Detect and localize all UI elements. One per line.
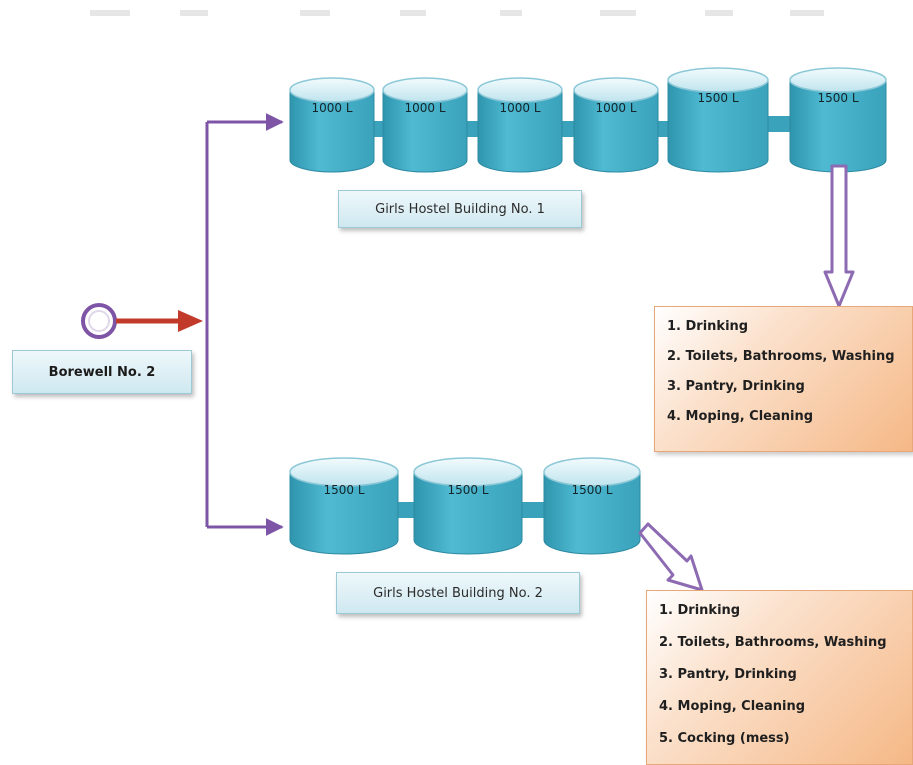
building2-use-item: 4. Moping, Cleaning [659, 699, 806, 714]
building2-water-tank: 1500 L [413, 457, 523, 555]
distribution-pipe [205, 113, 284, 536]
building2-connector-pipe [516, 502, 550, 518]
building1-use-item: 3. Pantry, Drinking [667, 379, 805, 394]
building1-tank-capacity-label: 1500 L [817, 91, 858, 105]
building1-use-item: 2. Toilets, Bathrooms, Washing [667, 349, 895, 364]
building2-tank-capacity-label: 1500 L [571, 483, 612, 497]
building1-tank-row: 1000 L 1000 L 1000 L 1000 L 1500 L 1500 L [289, 67, 887, 173]
building1-tank-capacity-label: 1000 L [404, 101, 445, 115]
building1-use-item: 1. Drinking [667, 319, 749, 334]
borewell-label-text: Borewell No. 2 [48, 364, 156, 380]
borewell-inner-ring [88, 310, 110, 332]
building2-use-item: 2. Toilets, Bathrooms, Washing [659, 635, 887, 650]
building2-connector-pipe [392, 502, 420, 518]
building1-water-tank: 1000 L [382, 77, 468, 173]
building1-uses-list: 1. Drinking 2. Toilets, Bathrooms, Washi… [667, 319, 912, 439]
building2-outflow-arrow [638, 522, 704, 592]
building2-uses-list: 1. Drinking 2. Toilets, Bathrooms, Washi… [659, 603, 912, 763]
building1-water-tank: 1500 L [789, 67, 887, 173]
building1-water-tank: 1000 L [573, 77, 659, 173]
building2-use-item: 3. Pantry, Drinking [659, 667, 797, 682]
building1-tank-capacity-label: 1000 L [595, 101, 636, 115]
building2-tank-row: 1500 L 1500 L 1500 L [289, 457, 641, 555]
building2-water-tank: 1500 L [289, 457, 399, 555]
faded-header-marks [90, 10, 824, 16]
building1-connector-pipe [762, 116, 796, 132]
building1-label-text: Girls Hostel Building No. 1 [375, 201, 545, 217]
building1-water-tank: 1000 L [289, 77, 375, 173]
building2-uses-box: 1. Drinking 2. Toilets, Bathrooms, Washi… [646, 590, 913, 765]
building1-water-tank: 1500 L [667, 67, 769, 173]
building1-use-item: 4. Moping, Cleaning [667, 409, 814, 424]
source-arrow [116, 310, 203, 332]
building2-water-tank: 1500 L [543, 457, 641, 555]
building2-tank-capacity-label: 1500 L [323, 483, 364, 497]
building2-label: Girls Hostel Building No. 2 [336, 572, 580, 614]
building1-uses-box: 1. Drinking 2. Toilets, Bathrooms, Washi… [654, 306, 913, 452]
building2-label-text: Girls Hostel Building No. 2 [373, 585, 543, 601]
building1-water-tank: 1000 L [477, 77, 563, 173]
building2-use-item: 1. Drinking [659, 603, 741, 618]
building1-tank-capacity-label: 1500 L [697, 91, 738, 105]
building1-tank-capacity-label: 1000 L [499, 101, 540, 115]
building1-outflow-arrow [823, 164, 855, 308]
building1-tank-capacity-label: 1000 L [311, 101, 352, 115]
borewell-label: Borewell No. 2 [12, 350, 192, 394]
building2-tank-capacity-label: 1500 L [447, 483, 488, 497]
building2-use-item: 5. Cocking (mess) [659, 731, 790, 746]
building1-label: Girls Hostel Building No. 1 [338, 190, 582, 228]
